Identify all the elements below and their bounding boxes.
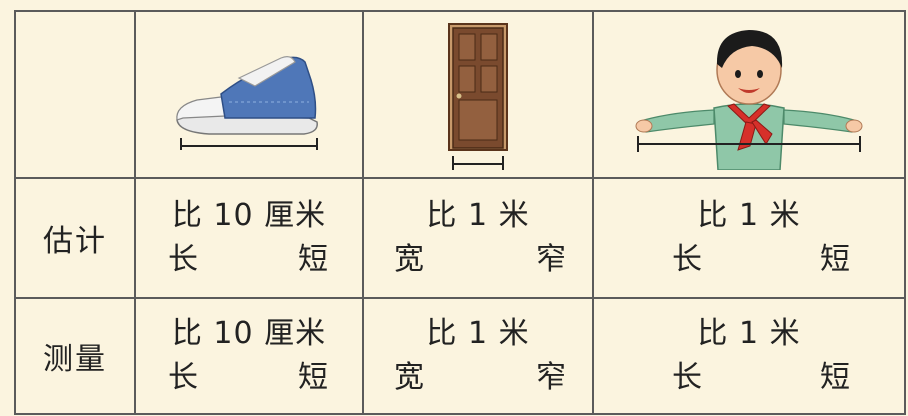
choice-b[interactable]: 短 bbox=[820, 360, 850, 395]
choice-b[interactable]: 窄 bbox=[536, 360, 566, 395]
measure-row: 测量 比 10 厘米 长 短 比 1 米 宽 窄 比 1 米 长 bbox=[14, 297, 906, 415]
choice-a[interactable]: 长 bbox=[168, 242, 198, 277]
estimate-shoe-cell: 比 10 厘米 长 短 bbox=[134, 177, 364, 299]
picture-row bbox=[14, 10, 906, 179]
estimate-door-cell: 比 1 米 宽 窄 bbox=[362, 177, 594, 299]
shoe-illustration bbox=[176, 55, 318, 150]
estimate-row: 估计 比 10 厘米 长 短 比 1 米 宽 窄 比 1 米 长 bbox=[14, 177, 906, 299]
compare-text: 比 10 厘米 bbox=[171, 316, 327, 351]
shoe-cell bbox=[134, 10, 364, 179]
door-cell bbox=[362, 10, 594, 179]
measure-door-cell: 比 1 米 宽 窄 bbox=[362, 297, 594, 415]
compare-text: 比 1 米 bbox=[426, 198, 530, 233]
compare-text: 比 1 米 bbox=[426, 316, 530, 351]
measure-table: 估计 比 10 厘米 长 短 比 1 米 宽 窄 比 1 米 长 bbox=[14, 10, 906, 415]
choice-a[interactable]: 长 bbox=[672, 360, 702, 395]
choice-pair: 长 短 bbox=[594, 238, 904, 282]
choice-pair: 长 短 bbox=[136, 238, 362, 282]
row-label-measure: 测量 bbox=[14, 297, 136, 415]
choice-pair: 长 短 bbox=[136, 356, 362, 400]
corner-cell bbox=[14, 10, 136, 179]
compare-text: 比 1 米 bbox=[697, 198, 801, 233]
compare-text: 比 1 米 bbox=[697, 316, 801, 351]
estimate-child-cell: 比 1 米 长 短 bbox=[592, 177, 906, 299]
choice-b[interactable]: 短 bbox=[820, 242, 850, 277]
choice-pair: 宽 窄 bbox=[364, 238, 592, 282]
door-illustration bbox=[448, 22, 508, 170]
choice-a[interactable]: 长 bbox=[672, 242, 702, 277]
choice-pair: 长 短 bbox=[594, 356, 904, 400]
choice-b[interactable]: 短 bbox=[298, 242, 328, 277]
compare-text: 比 10 厘米 bbox=[171, 198, 327, 233]
choice-a[interactable]: 宽 bbox=[394, 242, 424, 277]
measure-shoe-cell: 比 10 厘米 长 短 bbox=[134, 297, 364, 415]
measure-child-cell: 比 1 米 长 短 bbox=[592, 297, 906, 415]
choice-a[interactable]: 长 bbox=[168, 360, 198, 395]
choice-a[interactable]: 宽 bbox=[394, 360, 424, 395]
child-cell bbox=[592, 10, 906, 179]
child-illustration bbox=[635, 29, 863, 170]
choice-b[interactable]: 短 bbox=[298, 360, 328, 395]
choice-pair: 宽 窄 bbox=[364, 356, 592, 400]
choice-b[interactable]: 窄 bbox=[536, 242, 566, 277]
row-label-estimate: 估计 bbox=[14, 177, 136, 299]
